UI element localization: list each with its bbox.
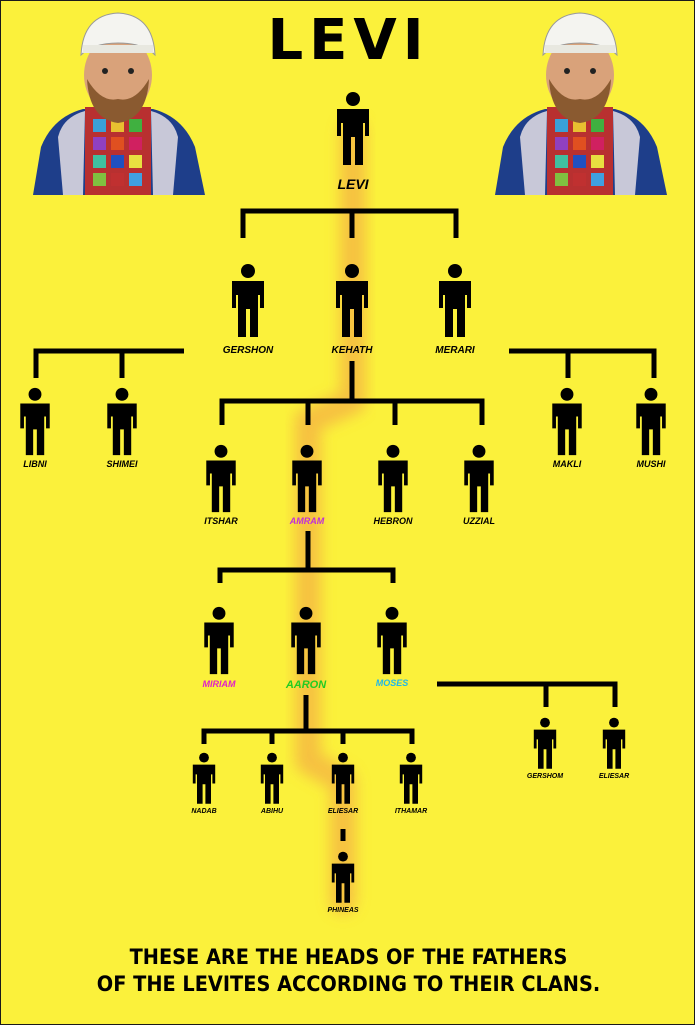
footer-line-1: THESE ARE THE HEADS OF THE FATHERS	[129, 945, 568, 969]
person-label-shimei: SHIMEI	[106, 458, 138, 469]
person-label-itshar: ITSHAR	[204, 515, 238, 526]
person-icon-amram	[292, 444, 322, 513]
person-icon-nadab	[192, 752, 216, 804]
person-icon-eliesar2	[602, 717, 626, 769]
person-label-miriam: MIRIAM	[202, 678, 236, 689]
person-label-libni: LIBNI	[23, 458, 47, 469]
person-label-phineas: PHINEAS	[327, 906, 359, 914]
tree-connector	[217, 567, 396, 583]
person-label-amram: AMRAM	[289, 515, 325, 526]
person-label-hebron: HEBRON	[373, 515, 413, 526]
person-icon-miriam	[204, 606, 234, 675]
person-label-gershon: GERSHON	[222, 345, 274, 356]
person-label-moses: MOSES	[375, 677, 409, 688]
person-label-uzzial: UZZIAL	[463, 515, 495, 526]
footer-caption: THESE ARE THE HEADS OF THE FATHERS OF TH…	[29, 944, 668, 998]
person-icon-levi	[337, 92, 369, 165]
person-icon-kehath	[336, 264, 368, 337]
person-icon-moses	[377, 606, 407, 675]
tree-diagram	[20, 92, 666, 914]
person-label-abihu: ABIHU	[260, 807, 284, 815]
tree-connector	[219, 398, 485, 425]
person-label-aaron: AARON	[285, 678, 327, 691]
person-icon-mushi	[636, 387, 666, 456]
person-label-nadab: NADAB	[191, 807, 217, 815]
person-label-ithamar: ITHAMAR	[394, 807, 428, 815]
person-icon-shimei	[107, 387, 137, 456]
person-icon-abihu	[260, 752, 284, 804]
tree-connector	[201, 728, 415, 744]
person-figures	[20, 92, 666, 903]
person-label-kehath: KEHATH	[331, 345, 373, 356]
person-label-merari: MERARI	[435, 345, 475, 356]
tree-connectors	[33, 208, 657, 841]
high-priest-portrait-left	[33, 12, 205, 195]
page-title: LEVI	[267, 8, 430, 73]
person-label-mushi: MUSHI	[636, 458, 666, 469]
person-icon-aaron	[291, 606, 321, 675]
person-icon-libni	[20, 387, 50, 456]
person-icon-phineas	[331, 851, 355, 903]
person-icon-ithamar	[399, 752, 423, 804]
person-label-eliesar2: ELIESAR	[598, 772, 630, 780]
tree-connector	[33, 348, 184, 378]
tree-connector	[437, 681, 618, 707]
high-priest-portrait-right	[495, 12, 667, 195]
person-icon-uzzial	[464, 444, 494, 513]
footer-line-2: OF THE LEVITES ACCORDING TO THEIR CLANS.	[96, 972, 601, 996]
tree-connector	[509, 348, 657, 378]
person-label-levi: LEVI	[337, 176, 369, 192]
person-icon-makli	[552, 387, 582, 456]
person-icon-gershon	[232, 264, 264, 337]
person-icon-gershom	[533, 717, 557, 769]
person-icon-eliesar	[331, 752, 355, 804]
person-icon-hebron	[378, 444, 408, 513]
person-icon-merari	[439, 264, 471, 337]
person-label-eliesar: ELIESAR	[327, 807, 359, 815]
person-label-makli: MAKLI	[552, 458, 582, 469]
person-label-gershom: GERSHOM	[526, 772, 564, 780]
person-icon-itshar	[206, 444, 236, 513]
